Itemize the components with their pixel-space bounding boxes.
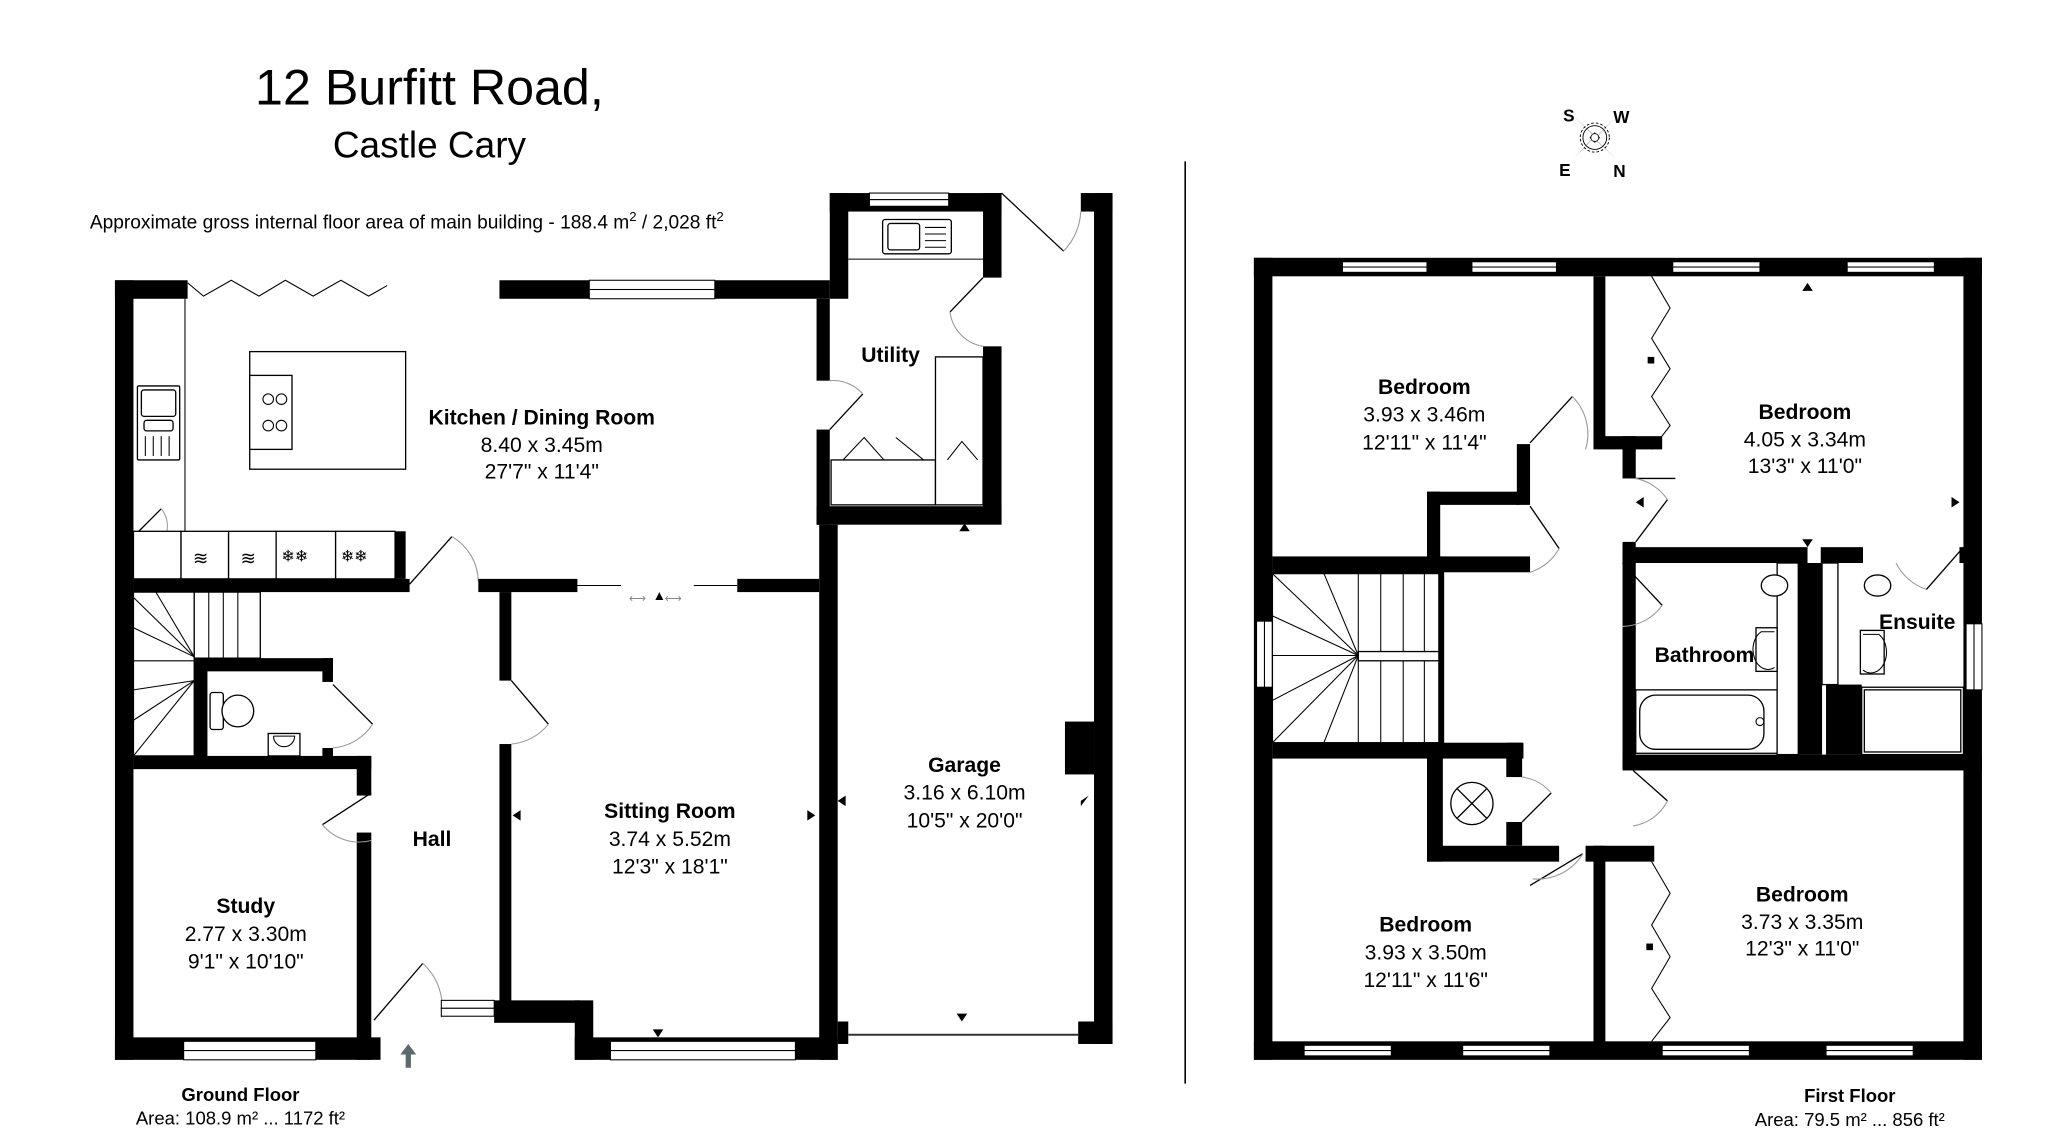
property-title: 12 Burfitt Road, xyxy=(255,60,604,116)
svg-text:Bedroom: Bedroom xyxy=(1756,883,1849,906)
svg-text:12'11" x 11'4": 12'11" x 11'4" xyxy=(1362,431,1486,454)
svg-text:3.93 x 3.46m: 3.93 x 3.46m xyxy=(1363,404,1485,427)
svg-text:Bedroom: Bedroom xyxy=(1378,376,1471,399)
room-utility: Utility xyxy=(861,344,920,367)
room-hall: Hall xyxy=(413,828,452,851)
svg-text:13'3" x 11'0": 13'3" x 11'0" xyxy=(1748,455,1862,478)
svg-text:⟷: ⟷ xyxy=(629,592,646,606)
first-floor-area: Area: 79.5 m² ... 856 ft² xyxy=(1755,1109,1945,1130)
svg-text:Sitting Room: Sitting Room xyxy=(604,800,735,823)
gross-area-note: Approximate gross internal floor area of… xyxy=(90,209,724,234)
svg-text:Garage: Garage xyxy=(928,754,1001,777)
ground-floor-plan: ≋ ≋ ❄❄ ❄❄ ⟷ ⟷ xyxy=(114,192,1113,1068)
first-floor-label: First Floor xyxy=(1804,1085,1895,1106)
svg-text:10'5" x 20'0": 10'5" x 20'0" xyxy=(907,809,1023,832)
svg-text:Study: Study xyxy=(216,895,275,918)
svg-text:Bedroom: Bedroom xyxy=(1759,401,1852,424)
room-bedroom-3: Bedroom 3.93 x 3.50m 12'11" x 11'6" xyxy=(1363,914,1487,992)
room-garage: Garage 3.16 x 6.10m 10'5" x 20'0" xyxy=(903,754,1025,832)
oven-icon: ≋ xyxy=(193,547,209,568)
room-bathroom: Bathroom xyxy=(1655,644,1755,667)
room-bedroom-4: Bedroom 3.73 x 3.35m 12'3" x 11'0" xyxy=(1741,883,1863,960)
room-sitting: Sitting Room 3.74 x 5.52m 12'3" x 18'1" xyxy=(604,800,735,878)
svg-text:3.16 x 6.10m: 3.16 x 6.10m xyxy=(903,782,1025,805)
svg-text:3.93 x 3.50m: 3.93 x 3.50m xyxy=(1365,941,1487,964)
svg-text:E: E xyxy=(1559,160,1570,180)
svg-text:S: S xyxy=(1563,106,1574,126)
ground-floor-area: Area: 108.9 m² ... 1172 ft² xyxy=(136,1108,345,1129)
svg-text:4.05 x 3.34m: 4.05 x 3.34m xyxy=(1744,429,1866,452)
svg-text:W: W xyxy=(1613,107,1630,127)
entrance-arrow-icon xyxy=(400,1043,417,1068)
compass-rose-icon: S W E N xyxy=(1559,106,1630,181)
room-study: Study 2.77 x 3.30m 9'1" x 10'10" xyxy=(185,895,307,973)
ground-floor-label: Ground Floor xyxy=(181,1084,299,1105)
oven-icon: ≋ xyxy=(240,547,256,568)
svg-text:12'3" x 11'0": 12'3" x 11'0" xyxy=(1745,937,1859,960)
svg-text:2.77 x 3.30m: 2.77 x 3.30m xyxy=(185,923,307,946)
freezer-icon: ❄❄ xyxy=(341,549,368,566)
room-bedroom-1: Bedroom 3.93 x 3.46m 12'11" x 11'4" xyxy=(1362,376,1486,454)
property-town: Castle Cary xyxy=(333,124,527,165)
svg-text:9'1" x 10'10": 9'1" x 10'10" xyxy=(188,951,304,974)
first-floor-plan xyxy=(1253,257,1983,1060)
room-kitchen: Kitchen / Dining Room 8.40 x 3.45m 27'7"… xyxy=(428,406,655,483)
room-bedroom-2: Bedroom 4.05 x 3.34m 13'3" x 11'0" xyxy=(1744,401,1866,478)
svg-text:N: N xyxy=(1613,161,1625,181)
svg-text:8.40 x 3.45m: 8.40 x 3.45m xyxy=(481,434,603,457)
svg-text:Bedroom: Bedroom xyxy=(1379,914,1472,937)
svg-text:3.74 x 5.52m: 3.74 x 5.52m xyxy=(609,828,731,851)
svg-text:12'3" x 18'1": 12'3" x 18'1" xyxy=(612,856,728,879)
svg-text:12'11" x 11'6": 12'11" x 11'6" xyxy=(1363,969,1487,992)
svg-text:Kitchen / Dining Room: Kitchen / Dining Room xyxy=(428,406,655,429)
svg-text:⟷: ⟷ xyxy=(665,592,682,606)
room-ensuite: Ensuite xyxy=(1879,611,1956,634)
svg-text:27'7" x 11'4": 27'7" x 11'4" xyxy=(485,460,599,483)
svg-text:3.73 x 3.35m: 3.73 x 3.35m xyxy=(1741,911,1863,934)
fridge-icon: ❄❄ xyxy=(281,549,308,566)
